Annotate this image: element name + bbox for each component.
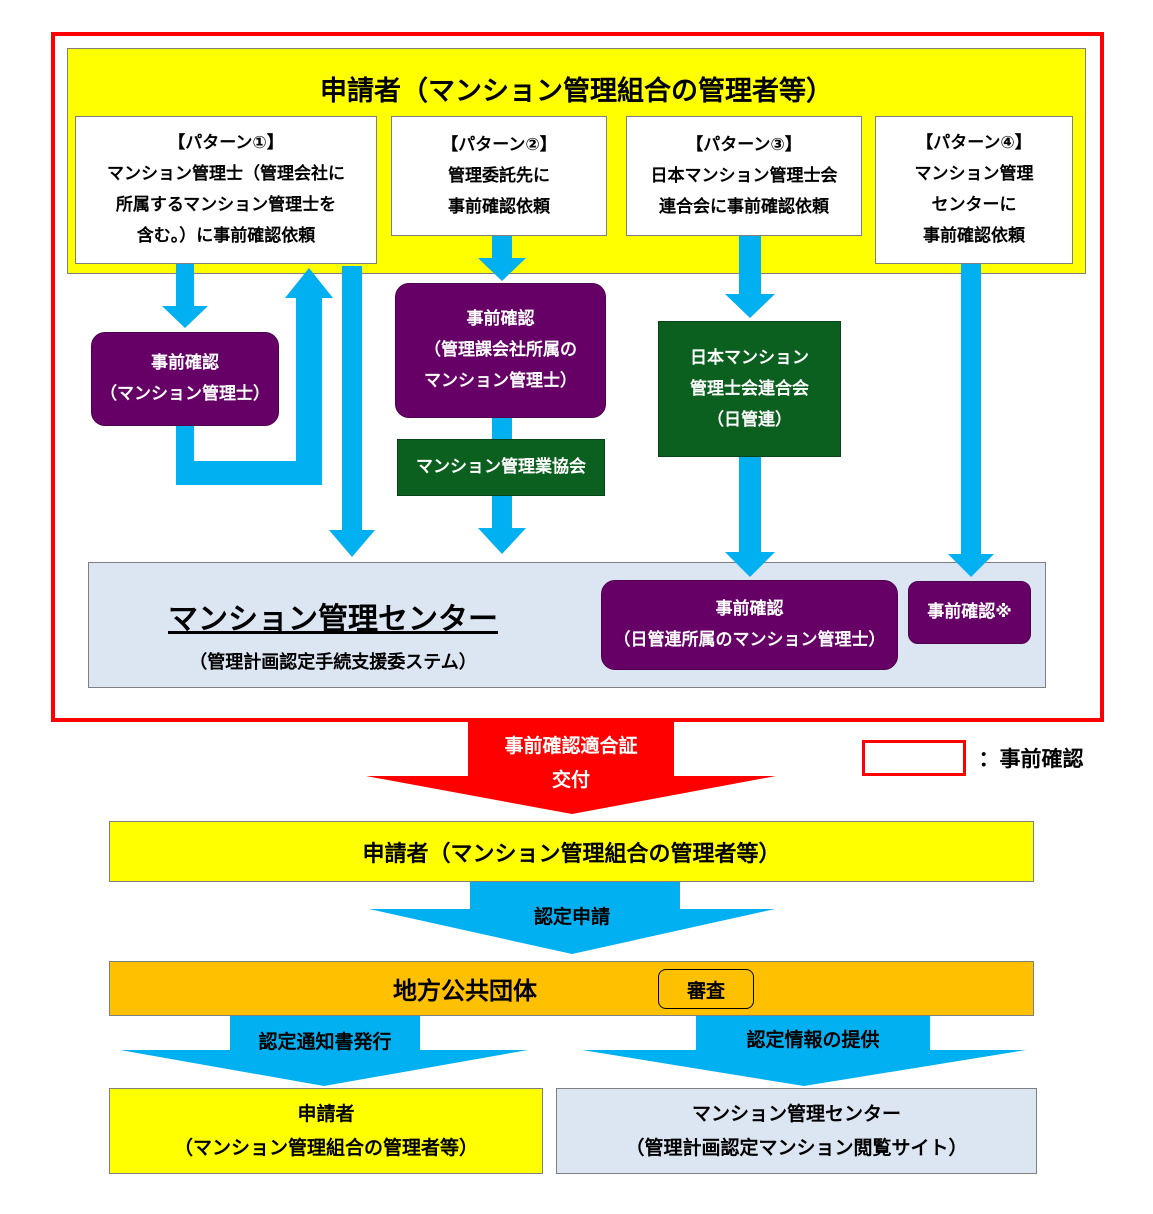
arrow-cert-application	[369, 882, 775, 954]
pattern-3-line: 連合会に事前確認依頼	[659, 196, 829, 217]
final-applicant-box: 申請者 （マンション管理組合の管理者等）	[109, 1088, 543, 1174]
federation-line: （日管連）	[707, 409, 792, 430]
final-center-line: マンション管理センター	[691, 1103, 901, 1125]
arrow-notice-issue	[120, 1016, 528, 1086]
management-center-subtitle: （管理計画認定手続支援委ステム）	[189, 652, 477, 673]
connector-p2-assoc	[492, 416, 512, 440]
pre-check-company-line: 事前確認	[466, 309, 535, 329]
arrow-info-provision	[582, 1016, 1026, 1086]
pre-check-company-box: 事前確認 （管理課会社所属の マンション管理士）	[395, 283, 606, 418]
pre-check-company-line: マンション管理士）	[424, 371, 577, 391]
pattern-4-line: センターに	[931, 195, 1017, 215]
pattern-3-line: 【パターン③】	[686, 134, 802, 155]
pattern-4-line: 事前確認依頼	[923, 226, 1025, 246]
local-government-label: 地方公共団体	[393, 976, 537, 1005]
pattern-2-line: 管理委託先に	[448, 165, 550, 186]
pre-check-federation-line: （日管連所属のマンション管理士）	[613, 630, 886, 650]
pattern-4-box: 【パターン④】 マンション管理 センターに 事前確認依頼	[875, 116, 1073, 264]
arrow-p1-down	[162, 264, 208, 328]
pattern-4-line: マンション管理	[914, 164, 1034, 184]
pre-check-federation-line: 事前確認	[715, 599, 784, 619]
final-center-line: （管理計画認定マンション閲覧サイト）	[625, 1137, 968, 1159]
pattern-2-line: 【パターン②】	[441, 134, 557, 155]
pattern-2-line: 事前確認依頼	[448, 196, 550, 217]
applicant-bar: 申請者（マンション管理組合の管理者等）	[109, 821, 1034, 882]
review-badge: 審査	[658, 969, 754, 1009]
pre-check-consultant-line: 事前確認	[151, 353, 219, 373]
federation-line: 日本マンション	[690, 347, 809, 368]
issue-certificate-line: 交付	[551, 769, 590, 791]
arrow-p3-down	[725, 236, 775, 318]
final-applicant-line: （マンション管理組合の管理者等）	[173, 1137, 478, 1159]
federation-line: 管理士会連合会	[690, 378, 809, 399]
pre-check-consultant-line: （マンション管理士）	[100, 384, 270, 404]
pre-check-federation-box: 事前確認 （日管連所属のマンション管理士）	[601, 580, 898, 670]
arrow-assoc-center	[478, 495, 526, 554]
pattern-1-line: マンション管理士（管理会社に	[107, 164, 345, 184]
issue-certificate-line: 事前確認適合証	[504, 735, 638, 757]
issue-certificate-label: 事前確認適合証 交付	[466, 728, 676, 798]
pre-check-frame	[51, 32, 1104, 722]
arrow-issue-certificate	[366, 722, 776, 814]
legend-label: ：事前確認	[978, 747, 1084, 771]
pattern-2-box: 【パターン②】 管理委託先に 事前確認依頼	[391, 116, 607, 236]
legend-swatch	[862, 740, 966, 776]
arrow-p1-return	[176, 268, 333, 485]
pattern-1-line: 所属するマンション管理士を	[115, 195, 337, 215]
arrow-p2-down	[478, 236, 526, 281]
notice-issue-label: 認定通知書発行	[258, 1030, 392, 1053]
applicant-title: 申請者（マンション管理組合の管理者等）	[320, 75, 833, 107]
pre-check-consultant-box: 事前確認 （マンション管理士）	[91, 332, 279, 426]
local-government-bar	[109, 961, 1034, 1016]
pattern-3-line: 日本マンション管理士会	[650, 165, 838, 186]
federation-box: 日本マンション 管理士会連合会 （日管連）	[658, 321, 841, 457]
pattern-1-box: 【パターン①】 マンション管理士（管理会社に 所属するマンション管理士を 含む。…	[75, 116, 377, 264]
info-provision-label: 認定情報の提供	[746, 1028, 880, 1051]
final-applicant-line: 申請者	[297, 1103, 355, 1125]
arrow-p4-down	[948, 264, 994, 577]
pre-check-company-line: （管理課会社所属の	[424, 340, 577, 360]
arrow-p1-center	[329, 266, 375, 557]
arrow-fed-down	[725, 456, 775, 577]
pattern-3-box: 【パターン③】 日本マンション管理士会 連合会に事前確認依頼	[626, 116, 862, 236]
pattern-4-line: 【パターン④】	[916, 133, 1032, 153]
pattern-1-line: 【パターン①】	[168, 133, 284, 153]
pattern-1-line: 含む。）に事前確認依頼	[136, 226, 316, 246]
final-center-box: マンション管理センター （管理計画認定マンション閲覧サイト）	[556, 1088, 1037, 1174]
pre-check-center-box: 事前確認※	[908, 581, 1031, 644]
cert-application-label: 認定申請	[533, 905, 610, 928]
industry-association-box: マンション管理業協会	[397, 439, 605, 496]
management-center-title: マンション管理センター	[168, 602, 498, 637]
